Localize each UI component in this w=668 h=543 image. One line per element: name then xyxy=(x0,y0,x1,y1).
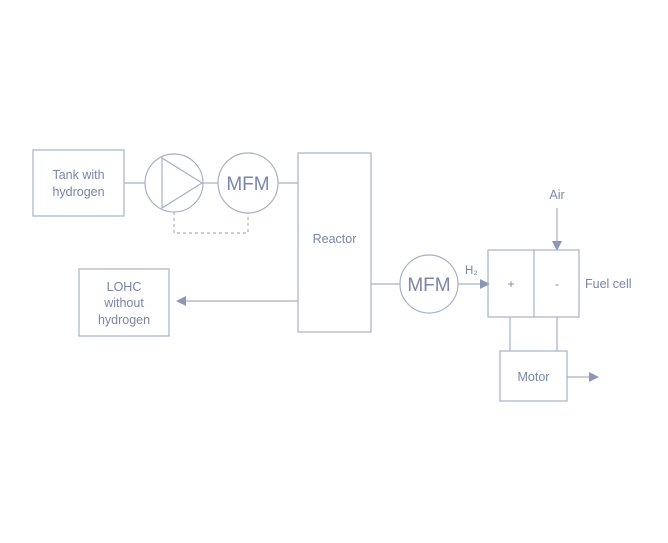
tank-box xyxy=(32,149,125,217)
pump-triangle-icon xyxy=(144,153,204,213)
mfm-bottom-label: MFM xyxy=(407,275,450,296)
fuel-cell-plus-label: + xyxy=(507,277,514,291)
air-label: Air xyxy=(549,188,564,202)
motor-box xyxy=(499,350,568,402)
lohc-label-line3: hydrogen xyxy=(98,313,150,327)
pump-circle xyxy=(144,153,204,213)
pump-triangle xyxy=(161,156,204,210)
reactor-box xyxy=(297,152,372,333)
control-signal-dashed-line xyxy=(173,212,249,234)
mfm-top-label: MFM xyxy=(226,174,269,195)
fuel-cell-label: Fuel cell xyxy=(585,277,632,291)
reactor-label: Reactor xyxy=(313,232,357,246)
lohc-label-line2: without xyxy=(103,296,144,310)
tank-label-line2: hydrogen xyxy=(52,185,104,199)
lohc-label-line1: LOHC xyxy=(107,280,142,294)
h2-label: H₂ xyxy=(465,265,478,277)
tank-label-line1: Tank with xyxy=(52,168,104,182)
motor-label: Motor xyxy=(518,370,550,384)
lohc-box xyxy=(78,268,170,337)
fuel-cell-minus-label: - xyxy=(555,277,559,291)
